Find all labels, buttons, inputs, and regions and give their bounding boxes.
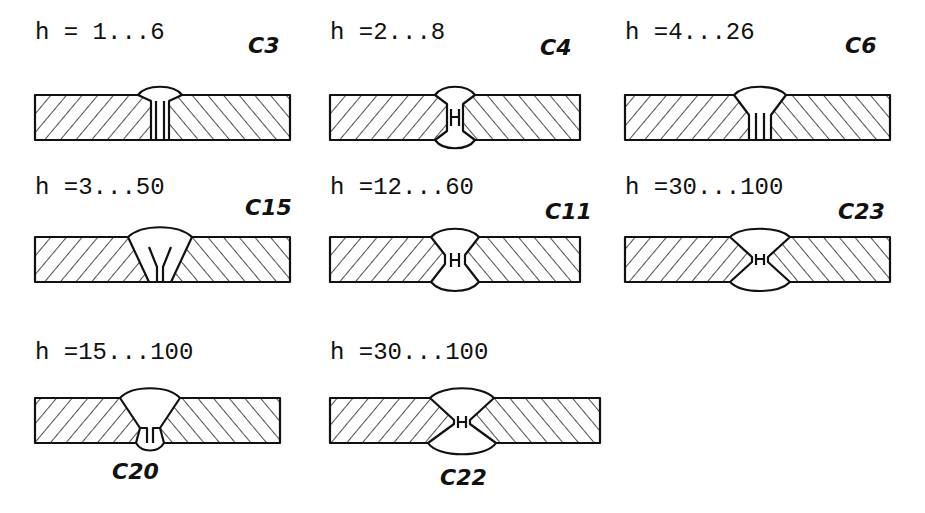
weld-c23 [625,229,890,291]
thickness-range: h =12...60 [330,175,474,201]
thickness-range: h =3...50 [35,175,165,201]
thickness-range: h =2...8 [330,20,445,46]
weld-c20 [35,388,280,450]
joint-code: С22 [440,466,487,490]
thickness-range: h =30...100 [330,340,488,366]
joint-code: С3 [248,34,279,58]
weld-c11 [330,229,580,291]
joint-code: С20 [112,460,159,484]
joint-code: С15 [245,196,292,220]
thickness-range: h =30...100 [625,175,783,201]
thickness-range: h =4...26 [625,20,755,46]
weld-c15 [35,227,290,282]
joint-code: С4 [540,36,571,60]
thickness-range: h =15...100 [35,340,193,366]
joint-code: С11 [545,200,592,224]
weld-c4 [330,87,580,149]
weld-c3 [35,87,290,140]
weld-c22 [330,388,600,454]
joint-code: С6 [845,34,876,58]
thickness-range: h = 1...6 [35,20,165,46]
weld-c6 [625,87,890,140]
joint-code: С23 [838,200,885,224]
